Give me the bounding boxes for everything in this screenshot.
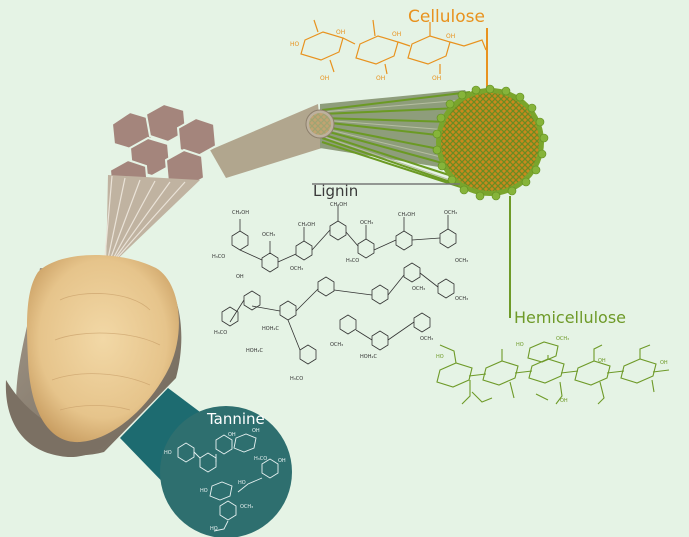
svg-text:HO: HO [210, 526, 218, 532]
svg-text:OCH₃: OCH₃ [455, 296, 468, 302]
cellulose-molecule: HO OH OH OH OH OH OH [290, 20, 486, 82]
svg-text:OH: OH [432, 75, 441, 82]
svg-text:CH₂OH: CH₂OH [330, 202, 347, 208]
svg-text:H₃CO: H₃CO [212, 254, 225, 260]
svg-text:OH: OH [278, 458, 286, 464]
svg-text:OH: OH [320, 75, 329, 82]
svg-text:HOH₂C: HOH₂C [246, 348, 263, 354]
svg-text:OH: OH [336, 29, 345, 36]
svg-text:OCH₃: OCH₃ [556, 336, 569, 342]
svg-text:OCH₃: OCH₃ [444, 210, 457, 216]
svg-text:H₃CO: H₃CO [346, 258, 359, 264]
tannine-label: Tannine [206, 410, 265, 428]
svg-text:OH: OH [560, 398, 568, 404]
svg-text:CH₂OH: CH₂OH [232, 210, 249, 216]
svg-text:OCH₃: OCH₃ [240, 504, 253, 510]
svg-text:HO: HO [436, 354, 444, 360]
svg-text:OH: OH [446, 33, 455, 40]
svg-text:OH: OH [660, 360, 668, 366]
svg-text:HO: HO [516, 342, 524, 348]
svg-text:OCH₃: OCH₃ [420, 336, 433, 342]
svg-text:HOH₂C: HOH₂C [360, 354, 377, 360]
cellulose-label: Cellulose [408, 7, 485, 27]
hemicellulose-annotations: HO OCH₃ HO OH OH OH [436, 336, 668, 404]
svg-text:HO: HO [238, 480, 246, 486]
svg-text:OCH₃: OCH₃ [412, 286, 425, 292]
svg-text:H₃CO: H₃CO [290, 376, 303, 382]
fiber-zoom-cone [210, 104, 322, 178]
svg-text:OH: OH [236, 274, 244, 280]
svg-text:HO: HO [164, 450, 172, 456]
svg-text:OCH₃: OCH₃ [455, 258, 468, 264]
svg-text:OH: OH [252, 428, 260, 434]
svg-text:OH: OH [376, 75, 385, 82]
svg-text:CH₂OH: CH₂OH [298, 222, 315, 228]
svg-text:H₃CO: H₃CO [214, 330, 227, 336]
svg-text:OCH₃: OCH₃ [262, 232, 275, 238]
svg-text:H₃CO: H₃CO [254, 456, 267, 462]
svg-text:HOH₂C: HOH₂C [262, 326, 279, 332]
hemicellulose-label: Hemicellulose [514, 308, 626, 327]
svg-text:OCH₃: OCH₃ [330, 342, 343, 348]
svg-text:OCH₃: OCH₃ [360, 220, 373, 226]
svg-text:HO: HO [200, 488, 208, 494]
svg-text:OH: OH [598, 358, 606, 364]
svg-text:OCH₃: OCH₃ [290, 266, 303, 272]
svg-text:OH: OH [392, 31, 401, 38]
microfibril-cross-section-icon [433, 85, 548, 200]
fiber-strands [104, 175, 200, 270]
svg-text:CH₂OH: CH₂OH [398, 212, 415, 218]
hemicellulose-molecule [437, 342, 669, 404]
svg-text:OH: OH [228, 432, 236, 438]
svg-text:HO: HO [290, 41, 300, 48]
